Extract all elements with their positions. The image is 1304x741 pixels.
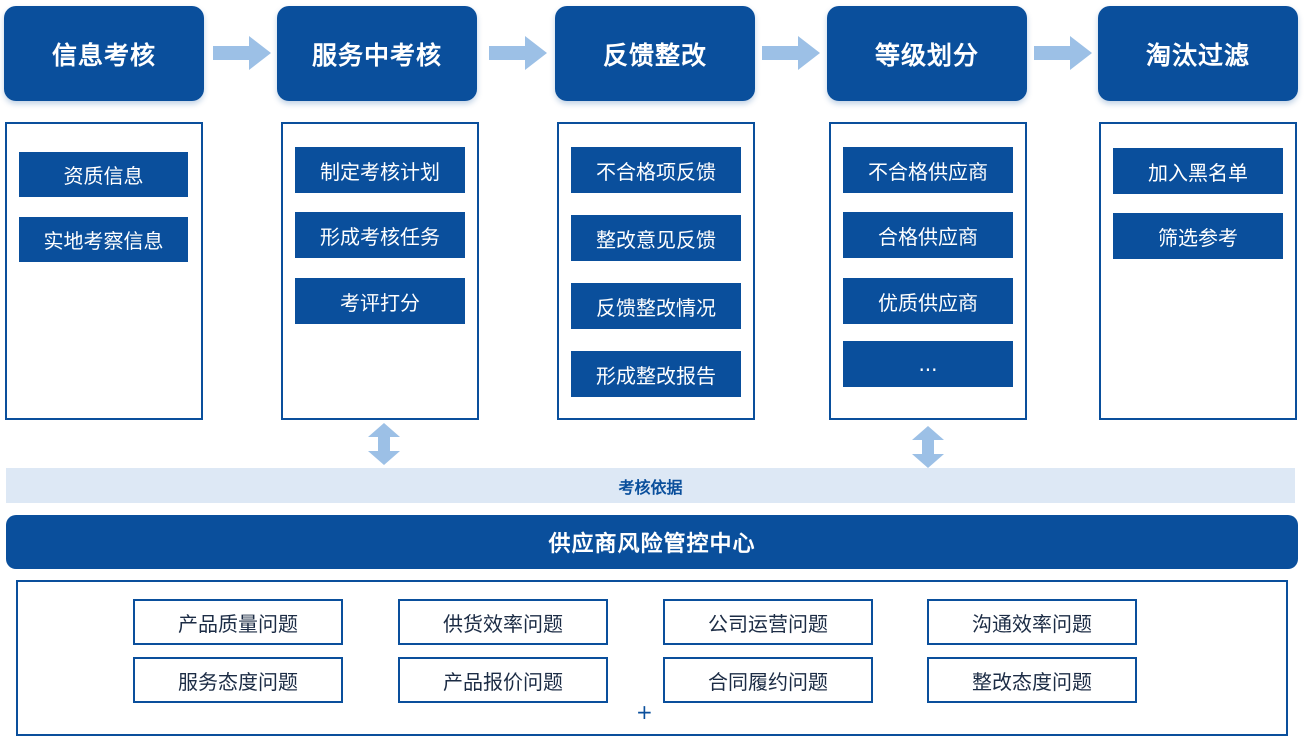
issue-item: 公司运营问题 — [663, 599, 873, 645]
stage-header-feedback-rectification: 反馈整改 — [555, 6, 755, 101]
stage-item: ... — [843, 341, 1013, 387]
stage-item: 形成考核任务 — [295, 212, 465, 258]
issue-item: 沟通效率问题 — [927, 599, 1137, 645]
stage-item: 加入黑名单 — [1113, 148, 1283, 194]
issue-item: 供货效率问题 — [398, 599, 608, 645]
flow-arrow-icon — [1034, 36, 1092, 70]
plus-icon: + — [636, 700, 653, 724]
stage-item: 合格供应商 — [843, 212, 1013, 258]
stage-item: 制定考核计划 — [295, 147, 465, 193]
stage-item: 形成整改报告 — [571, 351, 741, 397]
stage-header-service-assessment: 服务中考核 — [277, 6, 477, 101]
stage-item: 资质信息 — [19, 152, 188, 197]
stage-item: 筛选参考 — [1113, 213, 1283, 259]
risk-control-center-title: 供应商风险管控中心 — [6, 515, 1298, 569]
assessment-basis-band: 考核依据 — [6, 468, 1295, 503]
stage-item: 优质供应商 — [843, 278, 1013, 324]
stage-item: 整改意见反馈 — [571, 215, 741, 261]
stage-item: 不合格供应商 — [843, 147, 1013, 193]
stage-header-elimination: 淘汰过滤 — [1098, 6, 1298, 101]
stage-item: 实地考察信息 — [19, 217, 188, 262]
flow-arrow-icon — [489, 36, 547, 70]
stage-header-info-assessment: 信息考核 — [4, 6, 204, 101]
stage-item: 考评打分 — [295, 278, 465, 324]
issue-item: 合同履约问题 — [663, 657, 873, 703]
stage-item: 反馈整改情况 — [571, 283, 741, 329]
stage-header-grading: 等级划分 — [827, 6, 1027, 101]
issue-item: 服务态度问题 — [133, 657, 343, 703]
issue-item: 整改态度问题 — [927, 657, 1137, 703]
stage-item: 不合格项反馈 — [571, 147, 741, 193]
issue-item: 产品报价问题 — [398, 657, 608, 703]
flow-arrow-icon — [213, 36, 271, 70]
issue-item: 产品质量问题 — [133, 599, 343, 645]
double-arrow-icon — [912, 426, 944, 468]
double-arrow-icon — [368, 423, 400, 465]
flow-arrow-icon — [762, 36, 820, 70]
